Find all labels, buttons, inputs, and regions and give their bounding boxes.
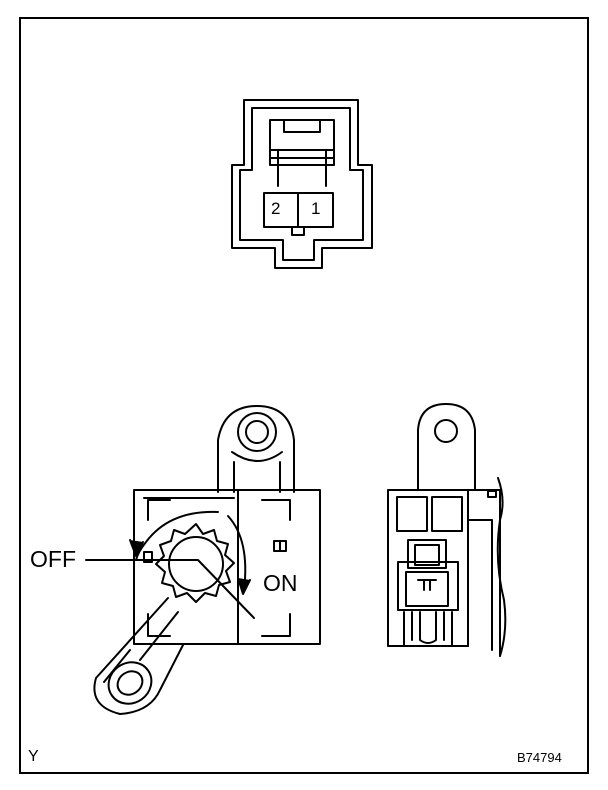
connector-front-view xyxy=(231,99,373,269)
switch-side-view xyxy=(387,403,507,657)
top-mount-hole-outer xyxy=(237,412,277,452)
side-connector-plug xyxy=(397,561,459,611)
lower-mount-hole-outer xyxy=(107,661,153,705)
off-pointer-small xyxy=(143,551,153,563)
on-label: ON xyxy=(263,570,298,596)
pin-number-2: 2 xyxy=(271,199,281,218)
switch-body xyxy=(133,489,321,645)
switch-lower-arm xyxy=(93,597,184,715)
connector-outer-shell xyxy=(231,99,373,269)
side-top-tab xyxy=(417,403,476,491)
corner-mark: Y xyxy=(28,748,39,765)
top-mount-hole-inner xyxy=(245,420,269,444)
pin-cavity-2 xyxy=(263,192,299,228)
on-arrowhead xyxy=(237,577,251,595)
switch-front-view xyxy=(85,405,321,715)
pin-number-1: 1 xyxy=(311,199,321,218)
side-mount-hole xyxy=(434,419,458,443)
figure-code: B74794 xyxy=(517,750,562,765)
lower-mount-hole-inner xyxy=(116,670,144,696)
off-arrowhead xyxy=(129,539,144,557)
connector-key xyxy=(291,226,305,236)
off-leader-line xyxy=(85,559,255,619)
rotor-gear xyxy=(155,523,235,603)
rotation-arc-off xyxy=(135,510,219,561)
figure-border xyxy=(19,17,589,774)
off-label: OFF xyxy=(30,546,76,572)
pin-cavity-1 xyxy=(297,192,334,228)
switch-top-tab xyxy=(217,405,295,493)
connector-inner-shell xyxy=(239,107,364,261)
